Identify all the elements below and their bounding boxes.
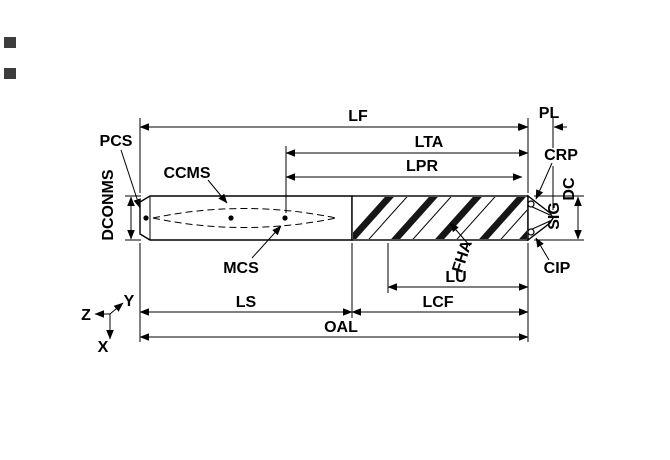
leader-pcs [120, 149, 141, 209]
pcs-point-dot [143, 215, 149, 221]
axis-label-z: Z [81, 307, 91, 324]
label-sig: SIG [546, 202, 563, 230]
label-lf: LF [348, 108, 368, 125]
label-crp: CRP [544, 147, 578, 164]
page-edge-marker [4, 37, 16, 48]
leader-fha [449, 222, 471, 247]
label-ccms: CCMS [163, 165, 210, 182]
coolant-hole-dashed-lower [152, 217, 337, 228]
leader-lines [120, 149, 553, 261]
dimension-labels: LF PL LTA LPR PCS CCMS DCONMS MCS CRP DC… [100, 105, 579, 336]
drill-shank [139, 195, 353, 241]
y-axis-arrow [109, 302, 124, 315]
label-mcs: MCS [223, 260, 259, 277]
label-ls: LS [236, 294, 257, 311]
page-edge-marker [4, 68, 16, 79]
label-lu: LU [445, 269, 466, 286]
coordinate-axes: Z Y X [81, 293, 135, 356]
dimension-lines [127, 123, 582, 341]
leader-mcs [251, 225, 282, 259]
label-lcf: LCF [422, 294, 453, 311]
coolant-hole-dashed-upper [152, 208, 337, 219]
label-dconms: DCONMS [100, 169, 117, 240]
label-oal: OAL [324, 319, 358, 336]
ccms-point-dot [228, 215, 234, 221]
label-lta: LTA [415, 134, 444, 151]
flute-helix-pattern [353, 197, 527, 239]
label-lpr: LPR [406, 158, 438, 175]
axis-label-y: Y [124, 293, 135, 310]
axis-label-x: X [98, 339, 109, 356]
coolant-exit-upper [527, 200, 535, 208]
page-edge-markers [4, 37, 16, 79]
label-pl: PL [539, 105, 560, 122]
label-pcs: PCS [100, 133, 133, 150]
label-cip: CIP [544, 260, 571, 277]
coolant-exit-lower [527, 228, 535, 236]
label-dc: DC [561, 177, 578, 201]
mcs-point-dot [282, 215, 288, 221]
drill-drawing [139, 194, 554, 242]
leader-cip [535, 237, 550, 261]
leader-ccms [207, 179, 228, 204]
leader-crp [535, 162, 553, 200]
